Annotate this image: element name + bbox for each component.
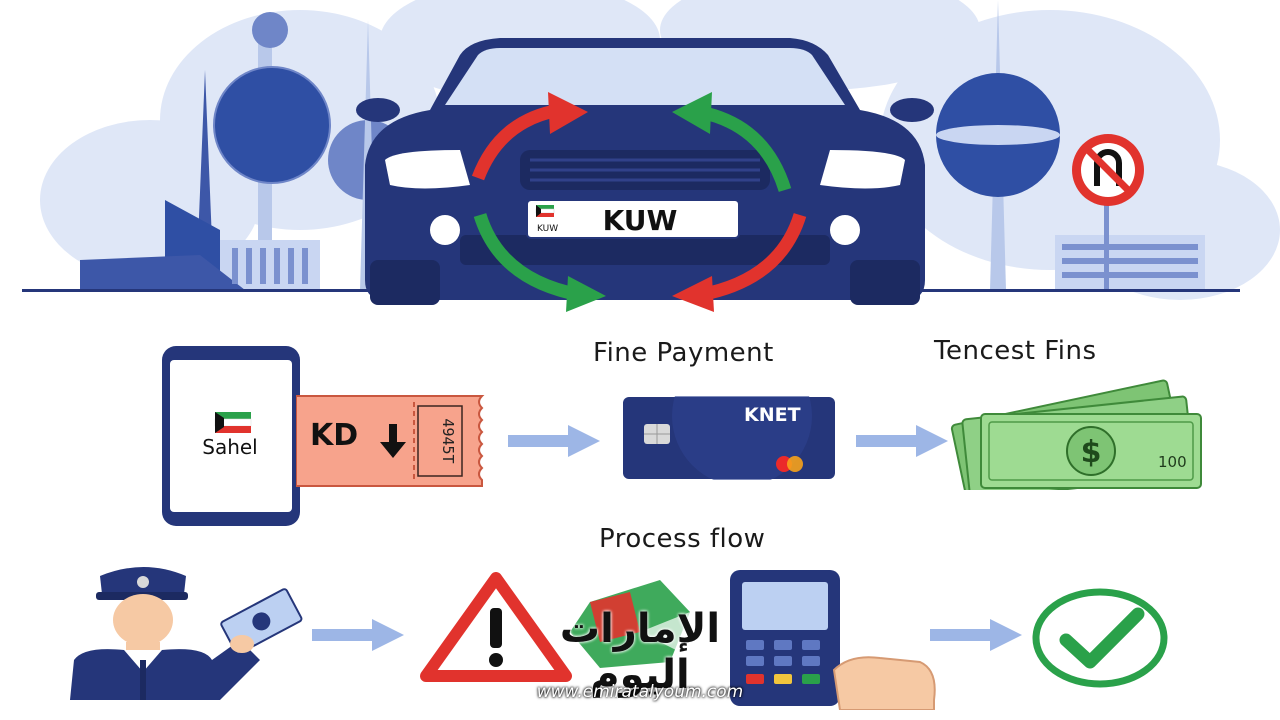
process-flow-title: Process flow (599, 524, 766, 554)
flow-arrow-right-icon-2 (856, 425, 948, 457)
flow-arrow-right-icon-3 (312, 619, 404, 651)
phone-icon (162, 346, 300, 526)
watermark-url: www.emiratalyoum.com (536, 682, 744, 702)
flow-arrow-right-icon-4 (930, 619, 1022, 651)
left-buildings-icon (80, 200, 320, 290)
phone-app-label: Sahel (202, 435, 258, 459)
hand-card-icon (832, 656, 936, 710)
plate-text: KUW (603, 204, 678, 237)
cycle-arrowheads-icon (548, 92, 714, 312)
flow-arrow-right-icon (508, 425, 600, 457)
plate-small-text: KUW (537, 224, 558, 234)
police-officer-icon (70, 567, 303, 700)
payment-terminal-icon (730, 570, 840, 706)
license-plate (526, 199, 740, 239)
right-buildings-icon (1055, 235, 1205, 290)
bill-number: 100 (1158, 453, 1187, 471)
card-brand: KNET (744, 404, 801, 426)
no-u-turn-sign-icon (1072, 134, 1144, 290)
ticket-number: 4945T (439, 418, 457, 464)
knet-card-icon (623, 396, 835, 480)
money-bills-icon: $ (950, 379, 1202, 490)
fine-payment-title: Fine Payment (593, 338, 774, 368)
watermark-arabic-text: الإمارات اليوم (559, 606, 721, 698)
svg-text:$: $ (1081, 435, 1102, 470)
arrow-down-icon (380, 424, 406, 458)
warning-triangle-icon (420, 572, 572, 682)
tencest-fins-title: Tencest Fins (934, 336, 1097, 366)
check-circle-icon (1032, 588, 1168, 688)
cycle-arrows-icon (471, 103, 807, 302)
ticket-amount: KD (310, 418, 359, 453)
emarat-alyoum-logo-icon (570, 580, 690, 668)
hero-scene: KUW KUW (22, 0, 1280, 312)
kuwait-tower-right-icon (936, 0, 1060, 290)
